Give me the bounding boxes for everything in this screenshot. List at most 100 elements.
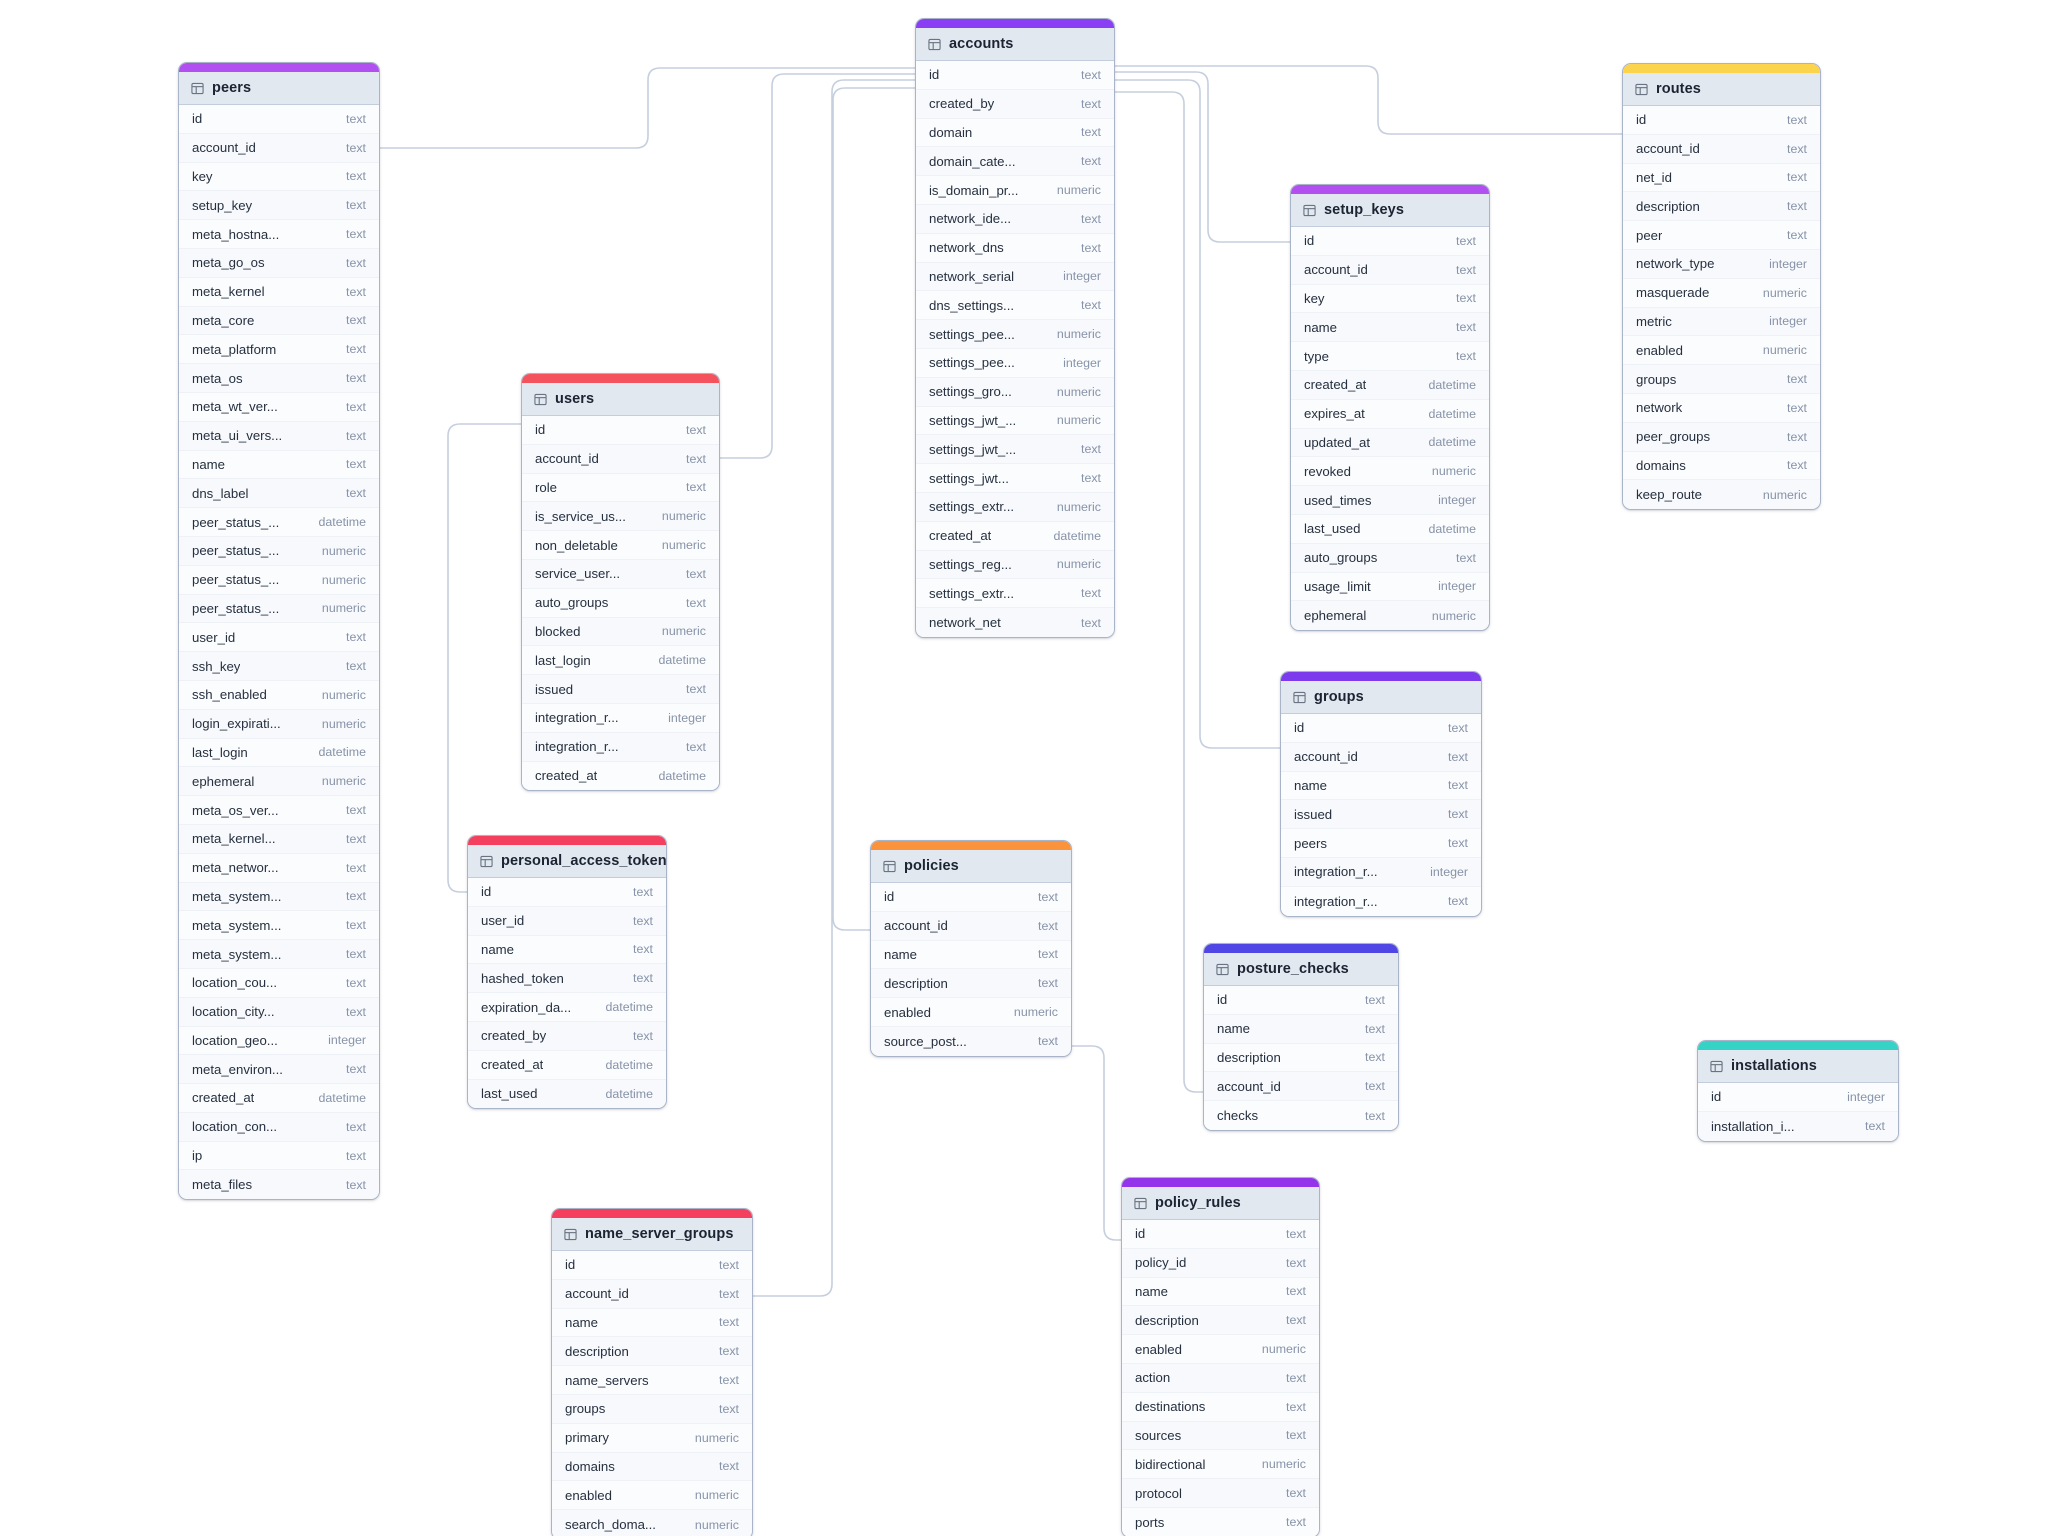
field-row[interactable]: is_domain_pr...numeric (916, 176, 1114, 205)
field-row[interactable]: source_post...text (871, 1026, 1071, 1056)
field-row[interactable]: expiration_da...datetime (468, 993, 666, 1022)
field-row[interactable]: integration_r...integer (522, 703, 719, 733)
field-row[interactable]: peer_status_...numeric (179, 594, 379, 624)
field-row[interactable]: settings_pee...integer (916, 348, 1114, 378)
table-header-name_server_groups[interactable]: name_server_groups (552, 1218, 752, 1251)
field-row[interactable]: meta_os_ver...text (179, 796, 379, 825)
table-header-policies[interactable]: policies (871, 850, 1071, 883)
field-row[interactable]: settings_gro...numeric (916, 377, 1114, 407)
field-row[interactable]: settings_reg...numeric (916, 550, 1114, 580)
field-row[interactable]: meta_system...text (179, 940, 379, 969)
field-row[interactable]: peer_status_...datetime (179, 508, 379, 537)
table-header-policy_rules[interactable]: policy_rules (1122, 1187, 1319, 1220)
table-header-routes[interactable]: routes (1623, 73, 1820, 106)
field-row[interactable]: dns_settings...text (916, 291, 1114, 321)
field-row[interactable]: settings_jwt...text (916, 464, 1114, 493)
field-row[interactable]: meta_ui_vers...text (179, 421, 379, 451)
field-row[interactable]: location_cou...text (179, 968, 379, 998)
table-header-users[interactable]: users (522, 383, 719, 416)
table-header-setup_keys[interactable]: setup_keys (1291, 194, 1489, 227)
field-row[interactable]: settings_extr...text (916, 579, 1114, 609)
field-row[interactable]: peer_status_...numeric (179, 565, 379, 595)
field-row[interactable]: installation_i...text (1698, 1111, 1898, 1141)
field-row[interactable]: is_service_us...numeric (522, 502, 719, 532)
field-row[interactable]: settings_extr...numeric (916, 492, 1114, 522)
field-row[interactable]: location_city...text (179, 997, 379, 1027)
field-row[interactable]: settings_jwt_...numeric (916, 406, 1114, 436)
field-row[interactable]: meta_kernel...text (179, 824, 379, 854)
field-row[interactable]: integration_r...text (1281, 886, 1481, 916)
field-row[interactable]: location_geo...integer (179, 1026, 379, 1056)
field-row[interactable]: search_doma...numeric (552, 1510, 752, 1536)
